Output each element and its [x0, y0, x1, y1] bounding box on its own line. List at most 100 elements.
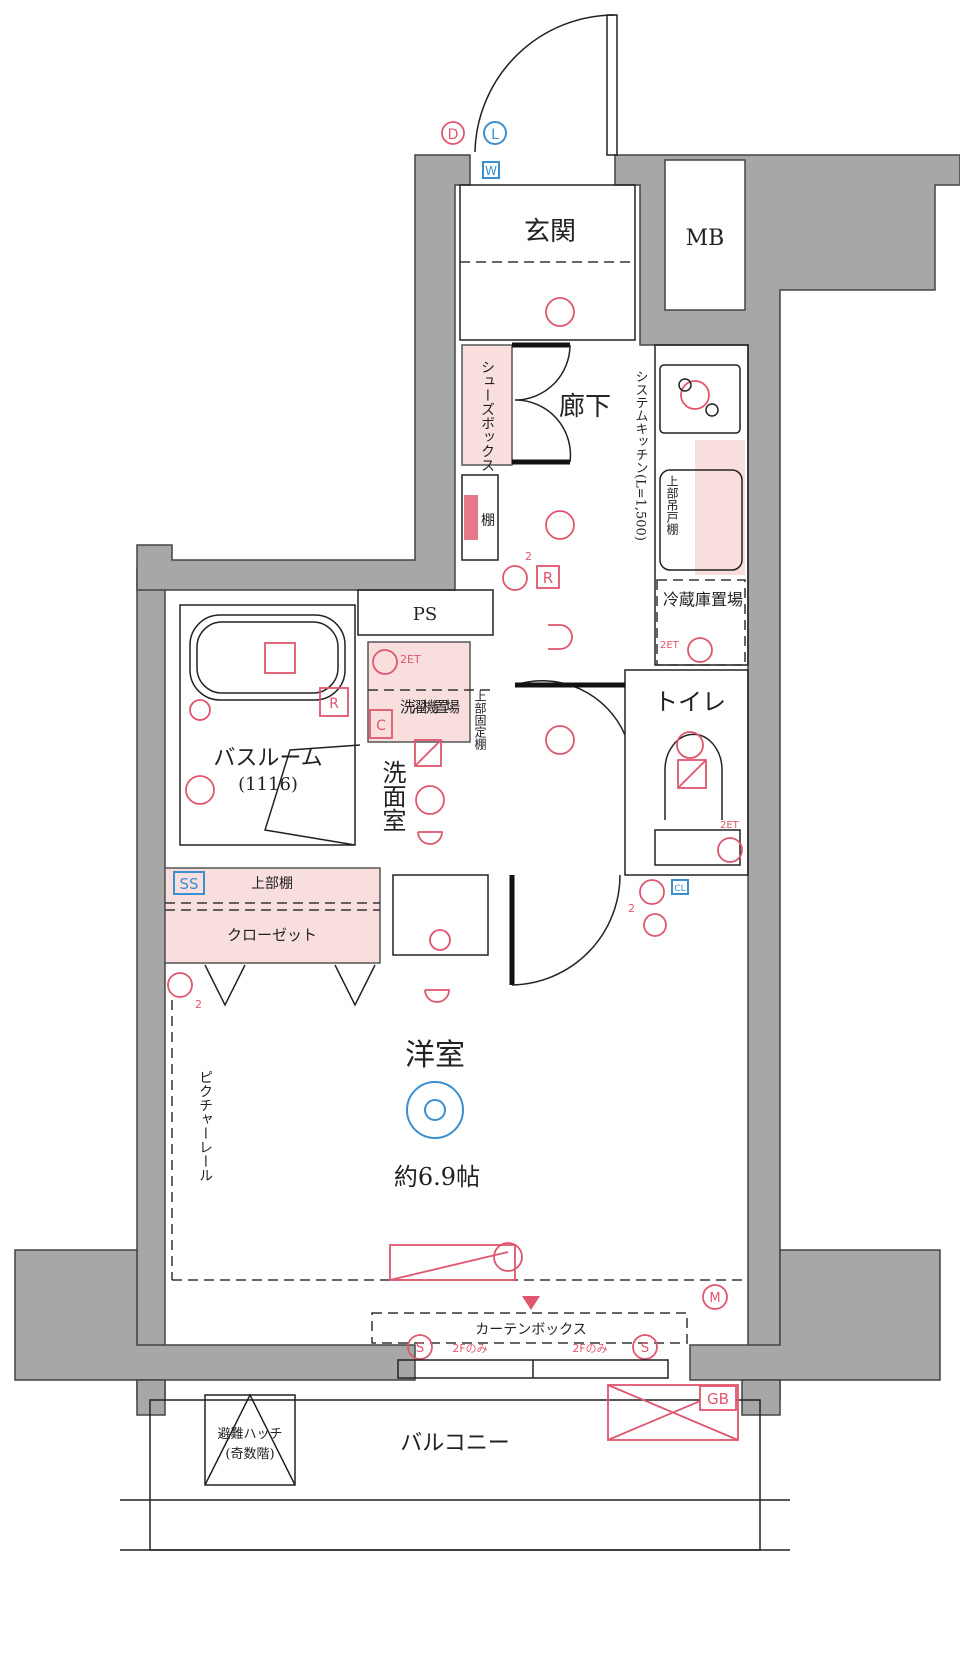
balcony-label: バルコニー	[400, 1431, 510, 1456]
outlet-2et-label: 2ET	[720, 820, 740, 831]
outlet-icon	[429, 929, 451, 951]
kitchen-label: システムキッチン(L=1,500)	[633, 370, 648, 541]
walls	[14, 154, 960, 1416]
shelf	[461, 474, 499, 561]
downlight-icon	[424, 989, 450, 1003]
curtain-box-label: カーテンボックス	[475, 1322, 587, 1338]
cl-label: CL	[674, 884, 685, 894]
senmen-label: 洗面室	[378, 760, 406, 832]
ss-label: SS	[179, 875, 198, 893]
aircon-outlet-icon	[493, 1242, 523, 1272]
vanity	[392, 874, 489, 956]
bathroom-label: バスルーム	[213, 746, 322, 771]
bath-remote-icon	[319, 687, 349, 717]
washer-space	[367, 641, 471, 743]
ceiling-light-icon	[676, 731, 704, 759]
toilet-room	[624, 669, 749, 876]
entrance-door[interactable]	[474, 14, 618, 156]
sink	[659, 469, 743, 571]
shoes-box	[461, 344, 513, 466]
outlet-icon	[372, 649, 398, 675]
outlet-count: 2	[525, 550, 532, 563]
washer-label: 洗濯機置場	[400, 698, 460, 716]
outlet-2et-label: 2ET	[660, 640, 680, 651]
shoes-box-label: シューズボックス	[479, 360, 495, 472]
s-icon	[407, 1334, 433, 1360]
ss-icon	[173, 871, 205, 895]
upper-cabinet-label: 上部吊戸棚	[665, 475, 679, 536]
bath-drain-icon	[264, 642, 296, 674]
stove	[659, 364, 741, 434]
hatch-label: 避難ハッチ	[217, 1427, 282, 1442]
ps-label: PS	[413, 604, 437, 625]
upper-shelf-label: 上部棚	[251, 876, 293, 892]
control-icon	[369, 709, 393, 739]
water-label: W	[485, 164, 497, 178]
closet-label: クローゼット	[227, 926, 317, 944]
second-floor-note: 2Fのみ	[572, 1342, 607, 1355]
toilet-door[interactable]	[514, 680, 626, 736]
water-heater	[607, 1384, 739, 1441]
gas-icon	[680, 380, 710, 410]
shoes-box-doors[interactable]	[514, 344, 572, 463]
curtain-box	[371, 1312, 688, 1344]
vent-icon	[677, 759, 707, 789]
ceiling-light-icon	[545, 725, 575, 755]
fridge-space	[656, 579, 746, 666]
outlet-icon	[687, 637, 713, 663]
remote-label: R	[543, 569, 553, 587]
genkan-label: 玄関	[524, 217, 576, 247]
downlight-icon	[417, 831, 443, 845]
bathtub	[189, 614, 346, 701]
youshitsu-label: 洋室	[405, 1038, 465, 1073]
cl-icon	[671, 879, 689, 895]
fridge-label: 冷蔵庫置場	[663, 590, 743, 609]
closet-doors[interactable]	[204, 964, 376, 1007]
balcony	[149, 1399, 761, 1551]
marker-triangle	[522, 1296, 540, 1310]
light-label: L	[491, 127, 499, 143]
shelf-label: 棚	[481, 513, 495, 529]
outlet-count: 2	[195, 998, 202, 1011]
room-door[interactable]	[511, 874, 621, 986]
upper-fixed-shelf-label: 上部固定棚	[473, 690, 487, 751]
picture-rail-label: ピクチャーレール	[197, 1070, 213, 1182]
second-floor-note: 2Fのみ	[452, 1342, 487, 1355]
gb-icon	[699, 1385, 737, 1411]
m-icon	[702, 1284, 728, 1310]
water-icon	[482, 161, 500, 179]
rouka-label: 廊下	[559, 392, 611, 422]
light-switch-icon	[483, 121, 507, 145]
mb-label: MB	[686, 226, 725, 251]
toilet-label: トイレ	[654, 688, 726, 716]
outlet-icon	[639, 879, 665, 905]
outlet-icon	[167, 972, 193, 998]
door-phone-label: D	[448, 127, 459, 143]
ceiling-light-icon	[415, 785, 445, 815]
s-label: S	[416, 1341, 424, 1356]
hatch-note: (奇数階)	[225, 1446, 274, 1462]
ps-area	[357, 589, 494, 636]
ceiling-light-icon	[545, 297, 575, 327]
vent-icon	[414, 739, 442, 767]
downlight-icon	[548, 624, 573, 650]
door-phone-icon	[441, 121, 465, 145]
aircon	[389, 1244, 516, 1281]
control-label: C	[376, 718, 386, 734]
s-icon	[632, 1334, 658, 1360]
outlet-icon	[502, 565, 528, 591]
tv-outlet-icon	[643, 913, 667, 937]
bath-remote-label: R	[329, 696, 339, 712]
gb-label: GB	[707, 1390, 729, 1408]
outlet-2et-label: 2ET	[400, 653, 421, 666]
outlet-count: 2	[628, 902, 635, 915]
outlet-icon	[717, 837, 743, 863]
closet[interactable]	[164, 867, 381, 964]
bathroom-size-label: (1116)	[238, 774, 298, 795]
s-label: S	[641, 1341, 649, 1356]
remote-icon	[536, 565, 560, 589]
bath-door[interactable]	[264, 744, 361, 846]
bathroom-unit	[179, 604, 356, 846]
ceiling-light-icon	[545, 510, 575, 540]
